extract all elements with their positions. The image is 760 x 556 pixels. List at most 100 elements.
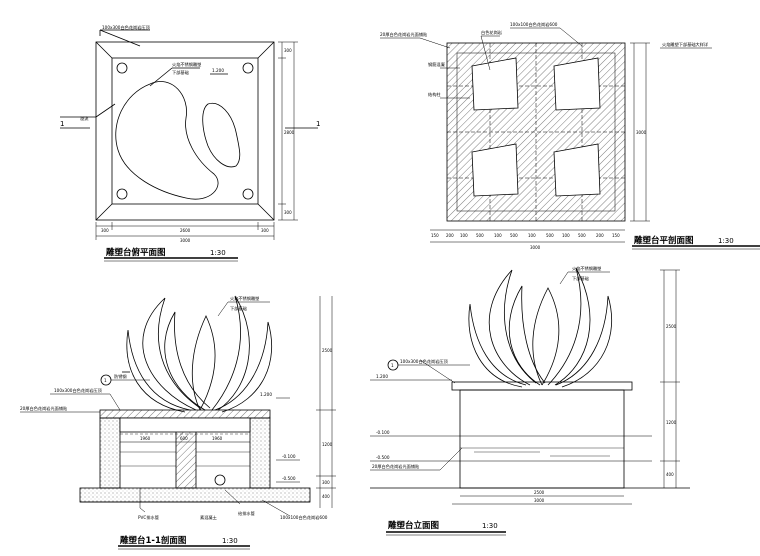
section-flame-petal [126, 329, 191, 413]
section-flame-petal [164, 311, 211, 411]
structure-dim-bottom-0: 150 [431, 233, 439, 238]
section-note-cladding: 20厚白色花岗岩光面铺贴 [20, 405, 67, 412]
structure-note-cladding: 白色花岗岩 [481, 29, 502, 36]
plan-texts: 100x300白色花岗岩压顶 火焰不锈钢雕塑 下部基础 1.200 溢流 1 1… [60, 24, 320, 258]
section-dim-right-0: 2500 [322, 348, 333, 353]
section-dim-right-2: 300 [322, 480, 330, 485]
plan-small-pool-outline [202, 102, 241, 168]
section-dim-inner-0: 1960 [140, 436, 151, 441]
section-note-base-level: 下部基础 [230, 305, 247, 312]
section-note-concrete: 素混凝土 [200, 514, 217, 521]
section-coping [99, 409, 271, 419]
structure-note-cover: 20厚白色花岗岩光面铺贴 [380, 31, 427, 38]
elevation-level-top: 1.200 [376, 374, 388, 379]
structure-pier-cell [553, 57, 601, 111]
plan-bolt-marker [242, 62, 254, 74]
plan-bolt-marker [242, 188, 254, 200]
section-view [20, 295, 336, 550]
section-scale: 1:30 [222, 537, 238, 545]
plan-dim-right-1: 2800 [284, 130, 295, 135]
structure-note-right: 火焰雕塑下部基础大样详 [662, 41, 708, 48]
plan-dim-right-0: 300 [284, 48, 292, 53]
section-dim-inner-1: 600 [180, 436, 188, 441]
plan-bolt-marker [116, 62, 128, 74]
elevation-flame-petal [532, 287, 560, 386]
plan-note-drain: 溢流 [80, 115, 89, 122]
elevation-dim-right-0: 2500 [666, 324, 677, 329]
plan-outer-coping [95, 41, 275, 221]
structure-pier-cell [471, 57, 519, 111]
plan-note-level: 1.200 [212, 68, 224, 73]
structure-dim-bottom-3: 500 [476, 233, 484, 238]
section-dim-right-1: 1200 [322, 442, 333, 447]
plan-inner-edge [111, 57, 259, 205]
structure-dim-bottom-1: 200 [446, 233, 454, 238]
section-drain-pipe [214, 474, 226, 486]
elevation-note-top-frame: 100x300白色花岗岩压顶 [400, 358, 449, 365]
structure-pier-cell [553, 143, 601, 197]
section-level-top: 1.200 [260, 392, 272, 397]
structure-title: 雕塑台平剖面图 [634, 235, 694, 246]
elevation-flame-petal [488, 269, 537, 386]
structure-dim-bottom-total: 3000 [530, 245, 541, 250]
section-note-water-pipe: 给排水管 [238, 510, 255, 517]
structure-dim-bottom-11: 150 [612, 233, 620, 238]
section-note-drain-ring: 防锈钢 [114, 373, 127, 380]
elevation-note-fire-sculpture: 火焰不锈钢雕塑 [572, 265, 601, 272]
elevation-mark-label: 1 [391, 363, 394, 368]
structure-scale: 1:30 [718, 237, 734, 245]
elevation-level-ground: -0.500 [376, 455, 390, 460]
elevation-flame-petal [468, 303, 527, 388]
elevation-title: 雕塑台立面图 [388, 520, 439, 531]
section-flame-petal [191, 315, 216, 411]
plan-dim-bottom-0: 300 [101, 228, 109, 233]
elevation-note-base-level: 下部基础 [572, 275, 589, 282]
structure-note-column: 结构柱 [428, 91, 441, 98]
elevation-body [459, 389, 625, 489]
section-foundation [79, 487, 311, 503]
section-dim-inner-2: 1960 [212, 436, 223, 441]
elevation-dim-right-1: 1200 [666, 420, 677, 425]
section-mark-label: 1 [104, 378, 107, 383]
section-top-slab [119, 417, 251, 433]
elevation-scale: 1:30 [482, 522, 498, 530]
section-flame-petal [214, 321, 272, 413]
plan-large-pool-outline [115, 81, 219, 200]
structure-dim-bottom-2: 100 [460, 233, 468, 238]
plan-note-base-level: 下部基础 [172, 69, 189, 76]
plan-section-mark-left: 1 [60, 120, 64, 128]
section-note-pvc: PVC排水管 [138, 514, 159, 521]
structure-dim-bottom-6: 100 [528, 233, 536, 238]
section-note-fire-sculpture: 火焰不锈钢雕塑 [230, 295, 259, 302]
elevation-coping [451, 381, 633, 391]
plan-dim-right-2: 300 [284, 210, 292, 215]
elevation-texts: 火焰不锈钢雕塑 下部基础 100x300白色花岗岩压顶 20厚白色花岗岩光面铺贴… [372, 265, 677, 531]
structure-dim-bottom-4: 100 [494, 233, 502, 238]
elevation-dim-right-2: 400 [666, 472, 674, 477]
structure-plan-view [380, 27, 760, 250]
section-title: 雕塑台1-1剖面图 [120, 535, 186, 546]
elevation-flame-petal [547, 267, 591, 386]
elevation-dim-bottom-total: 3000 [534, 498, 545, 503]
elevation-dim-bottom-inner: 2500 [534, 490, 545, 495]
structure-dim-bottom-10: 200 [596, 233, 604, 238]
section-note-top-frame: 100x300白色花岗岩压顶 [54, 387, 103, 394]
section-texts: 火焰不锈钢雕塑 下部基础 防锈钢 100x300白色花岗岩压顶 20厚白色花岗岩… [20, 295, 333, 546]
structure-note-beam: 钢筋混凝 [428, 61, 446, 68]
structure-texts: 20厚白色花岗岩光面铺贴 白色花岗岩 100x100白色花岗岩600 钢筋混凝 … [380, 21, 734, 250]
section-dim-right-3: 400 [322, 494, 330, 499]
plan-section-mark-right: 1 [316, 120, 320, 128]
section-level-ground: -0.500 [282, 476, 296, 481]
section-flame-petal [211, 295, 250, 411]
elevation-level-water: -0.100 [376, 430, 390, 435]
plan-dim-bottom-2: 300 [261, 228, 269, 233]
plan-dim-bottom-1: 2600 [180, 228, 191, 233]
structure-dim-bottom-8: 100 [562, 233, 570, 238]
plan-bolt-marker [116, 188, 128, 200]
plan-note-top-frame: 100x300白色花岗岩压顶 [102, 24, 151, 31]
section-level-water: -0.100 [282, 454, 296, 459]
structure-pier-cell [471, 143, 519, 197]
elevation-note-cladding: 20厚白色花岗岩光面铺贴 [372, 463, 419, 470]
section-note-grid: 100x100白色花岗岩600 [280, 514, 328, 521]
